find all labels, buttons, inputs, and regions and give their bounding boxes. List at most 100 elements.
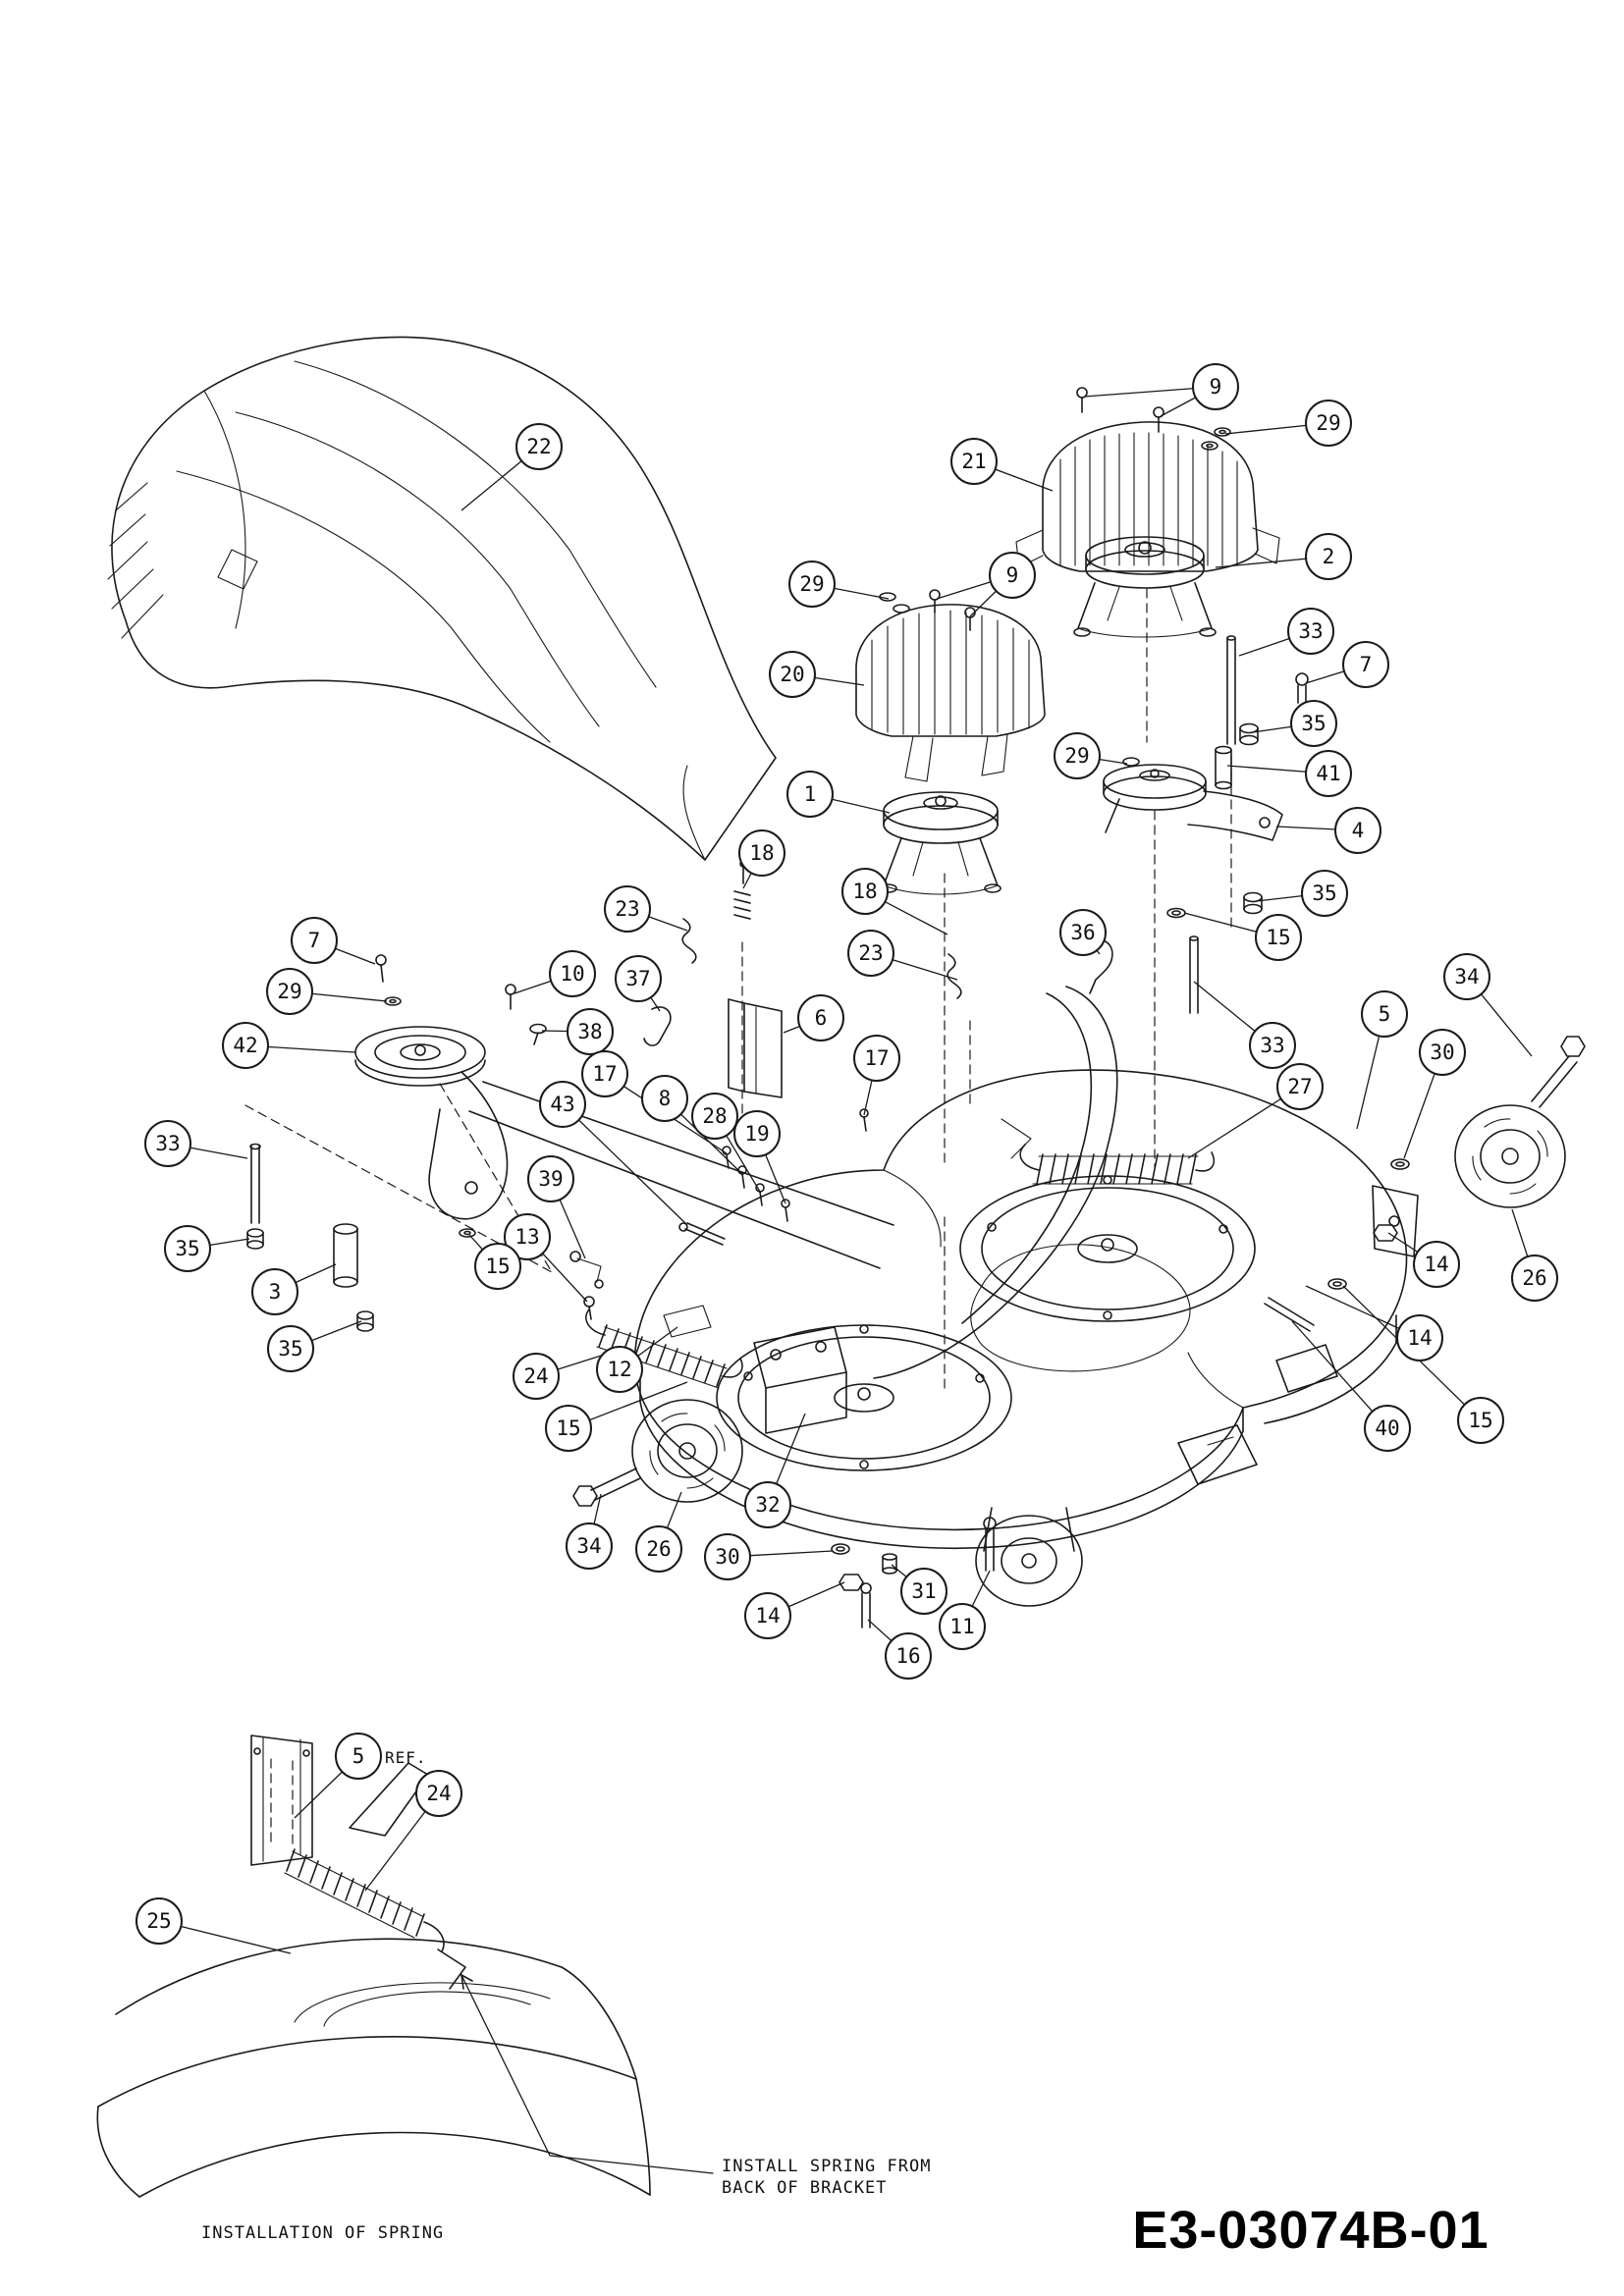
callout-number-31: 31: [911, 1579, 936, 1603]
leader-line-43: [562, 1103, 688, 1226]
callout-circle-19: [733, 1110, 781, 1157]
callout-23: 23: [847, 930, 894, 977]
callout-3: 3: [251, 1268, 298, 1315]
callout-circle-29: [1305, 400, 1352, 447]
callout-35: 35: [164, 1225, 211, 1272]
callout-circle-2: [1305, 533, 1352, 580]
callout-number-5: 5: [352, 1744, 365, 1768]
dashed-centerlines: [741, 588, 1232, 1395]
callout-number-21: 21: [961, 450, 986, 473]
callout-35: 35: [1301, 870, 1348, 917]
callout-circle-24: [513, 1353, 560, 1400]
callout-19: 19: [733, 1110, 781, 1157]
callout-25: 25: [135, 1897, 183, 1945]
callout-circle-33: [144, 1120, 191, 1167]
callout-number-30: 30: [1430, 1041, 1454, 1064]
spindle-cover-left: [855, 589, 1046, 782]
callout-circle-7: [1342, 641, 1389, 688]
callout-circle-23: [847, 930, 894, 977]
callout-number-26: 26: [646, 1537, 671, 1561]
callout-circle-28: [691, 1093, 738, 1140]
callout-32: 32: [744, 1481, 791, 1528]
callout-circle-14: [1413, 1241, 1460, 1288]
callout-circle-16: [885, 1632, 932, 1680]
callout-23: 23: [604, 885, 651, 933]
callout-number-23: 23: [615, 897, 639, 921]
callout-38: 38: [567, 1008, 614, 1055]
callout-circle-35: [1290, 700, 1337, 747]
callout-circle-25: [135, 1897, 183, 1945]
callout-circle-15: [545, 1405, 592, 1452]
callout-11: 11: [939, 1603, 986, 1650]
callout-number-35: 35: [1312, 881, 1336, 905]
discharge-chute: [107, 336, 777, 861]
callout-circle-35: [267, 1325, 314, 1372]
callout-number-1: 1: [804, 782, 817, 806]
callout-36: 36: [1059, 909, 1107, 956]
callout-number-30: 30: [715, 1545, 739, 1569]
callout-22: 22: [515, 423, 563, 470]
callout-circle-23: [604, 885, 651, 933]
callout-24: 24: [513, 1353, 560, 1400]
callout-7: 7: [291, 917, 338, 964]
callout-number-15: 15: [1266, 926, 1290, 949]
callout-1: 1: [786, 771, 834, 818]
callout-circle-22: [515, 423, 563, 470]
callout-circle-3: [251, 1268, 298, 1315]
callout-number-24: 24: [523, 1364, 548, 1388]
callout-circle-26: [635, 1525, 682, 1573]
callout-30: 30: [704, 1533, 751, 1580]
callout-24: 24: [415, 1770, 462, 1817]
callout-33: 33: [1249, 1022, 1296, 1069]
callout-17: 17: [853, 1035, 900, 1082]
callout-circle-18: [841, 868, 889, 915]
callout-circle-35: [1301, 870, 1348, 917]
callout-16: 16: [885, 1632, 932, 1680]
callout-17: 17: [581, 1050, 628, 1097]
callout-40: 40: [1364, 1405, 1411, 1452]
callout-circle-34: [1443, 953, 1490, 1000]
callout-circle-15: [1255, 914, 1302, 961]
callout-number-22: 22: [526, 435, 551, 458]
callout-26: 26: [635, 1525, 682, 1573]
callout-21: 21: [950, 438, 998, 485]
callout-number-4: 4: [1352, 819, 1365, 842]
spindle-assembly-right: [1073, 536, 1217, 638]
callout-number-14: 14: [1407, 1326, 1432, 1350]
callout-number-40: 40: [1375, 1416, 1399, 1440]
callout-number-33: 33: [1298, 619, 1323, 643]
callout-33: 33: [1287, 608, 1334, 655]
callout-number-29: 29: [799, 572, 824, 596]
callout-circle-9: [989, 552, 1036, 599]
callout-number-42: 42: [233, 1034, 257, 1057]
callout-4: 4: [1334, 807, 1381, 854]
right-hardware-column: [1089, 635, 1309, 1014]
callout-circle-30: [704, 1533, 751, 1580]
callout-42: 42: [222, 1022, 269, 1069]
callout-number-14: 14: [1424, 1253, 1448, 1276]
callout-20: 20: [769, 651, 816, 698]
callout-circle-1: [786, 771, 834, 818]
callout-circle-7: [291, 917, 338, 964]
callout-circle-34: [566, 1522, 613, 1570]
callout-number-38: 38: [577, 1020, 602, 1043]
callout-circle-35: [164, 1225, 211, 1272]
callout-9: 9: [1192, 363, 1239, 410]
callout-18: 18: [738, 829, 785, 877]
callout-number-24: 24: [426, 1782, 451, 1805]
callout-number-23: 23: [858, 941, 883, 965]
callout-circle-29: [266, 968, 313, 1015]
callout-circle-15: [474, 1243, 521, 1290]
callout-circle-17: [581, 1050, 628, 1097]
callout-39: 39: [527, 1155, 574, 1202]
callout-circle-21: [950, 438, 998, 485]
callout-43: 43: [539, 1081, 586, 1128]
callout-circle-37: [615, 955, 662, 1002]
callout-circle-5: [1361, 990, 1408, 1038]
callout-26: 26: [1511, 1255, 1558, 1302]
drawing-number: E3-03074B-01: [1132, 2201, 1489, 2260]
callout-number-26: 26: [1522, 1266, 1546, 1290]
callout-14: 14: [744, 1592, 791, 1639]
